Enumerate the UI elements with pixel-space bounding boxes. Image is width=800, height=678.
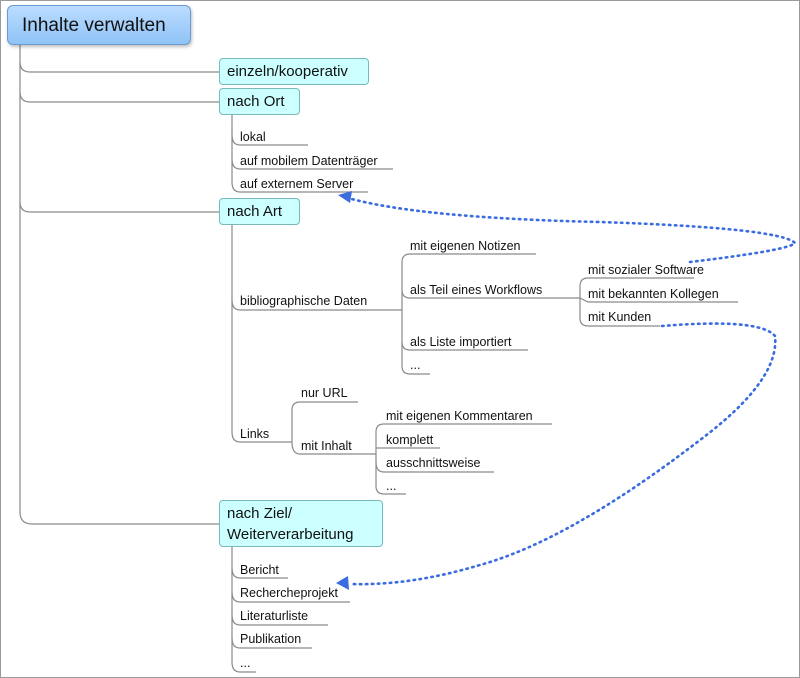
leaf-links[interactable]: Links	[240, 427, 270, 441]
leaf-ziel-more[interactable]: ...	[240, 656, 251, 670]
leaf-biblio-more[interactable]: ...	[410, 358, 421, 372]
leaf-kunden[interactable]: mit Kunden	[588, 310, 652, 324]
leaf-rechercheprojekt[interactable]: Rechercheprojekt	[240, 586, 338, 600]
topic-nach-ort[interactable]: nach Ort	[219, 88, 300, 115]
leaf-eigene-notizen[interactable]: mit eigenen Notizen	[410, 239, 521, 253]
leaf-ausschnittsweise[interactable]: ausschnittsweise	[386, 456, 481, 470]
topic-nach-ziel-line1: nach Ziel/	[227, 505, 293, 522]
leaf-publikation[interactable]: Publikation	[240, 632, 302, 646]
leaf-workflow[interactable]: als Teil eines Workflows	[410, 283, 543, 297]
leaf-liste-importiert[interactable]: als Liste importiert	[410, 335, 512, 349]
topic-einzeln-kooperativ[interactable]: einzeln/kooperativ	[219, 58, 369, 85]
leaf-bibliographische-daten[interactable]: bibliographische Daten	[240, 294, 368, 308]
leaf-externer-server[interactable]: auf externem Server	[240, 177, 354, 191]
leaf-literaturliste[interactable]: Literaturliste	[240, 609, 309, 623]
leaf-inhalt-more[interactable]: ...	[386, 479, 397, 493]
topic-nach-art[interactable]: nach Art	[219, 198, 300, 225]
leaf-bericht[interactable]: Bericht	[240, 563, 279, 577]
leaf-nur-url[interactable]: nur URL	[301, 386, 348, 400]
leaf-eigene-kommentare[interactable]: mit eigenen Kommentaren	[386, 409, 533, 423]
leaf-lokal[interactable]: lokal	[240, 130, 266, 144]
leaf-mobiler-datentraeger[interactable]: auf mobilem Datenträger	[240, 154, 378, 168]
leaf-mit-inhalt[interactable]: mit Inhalt	[301, 439, 352, 453]
leaf-komplett[interactable]: komplett	[386, 433, 434, 447]
topic-nach-ziel[interactable]: nach Ziel/ Weiterverarbeitung	[219, 500, 383, 547]
topic-nach-ziel-line2: Weiterverarbeitung	[227, 526, 354, 543]
leaf-bekannte-kollegen[interactable]: mit bekannten Kollegen	[588, 287, 719, 301]
leaf-soziale-software[interactable]: mit sozialer Software	[588, 263, 705, 277]
root-node[interactable]: Inhalte verwalten	[7, 5, 191, 45]
